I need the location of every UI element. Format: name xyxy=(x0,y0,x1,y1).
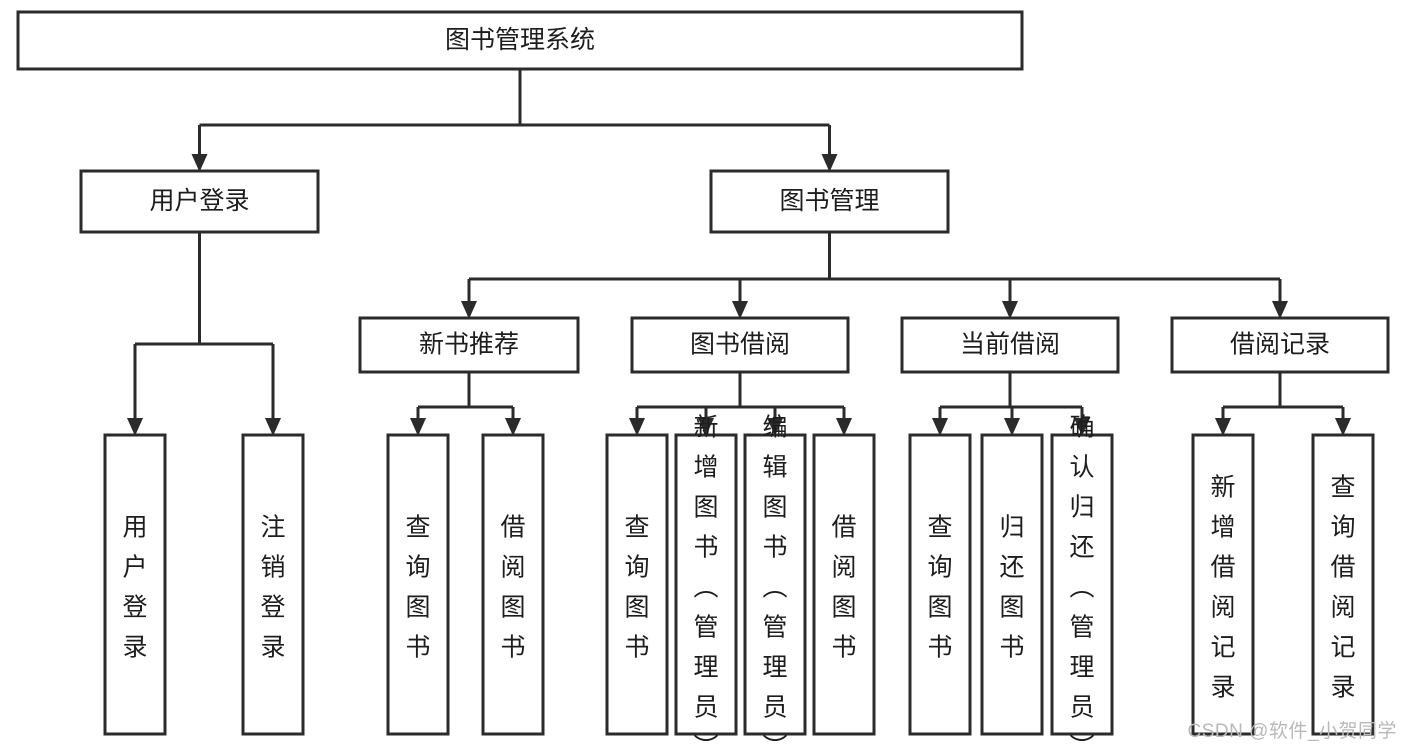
node-box xyxy=(241,433,305,736)
node-box xyxy=(481,433,545,736)
node-box xyxy=(900,316,1120,374)
node-label: 查询图书 xyxy=(624,514,649,662)
edge-from-book-manage xyxy=(461,232,1288,319)
node-label: 归还图书 xyxy=(999,514,1024,662)
node-box xyxy=(908,433,972,736)
node-book-manage[interactable]: 图书管理 xyxy=(709,169,950,234)
node-current-borrow[interactable]: 当前借阅 xyxy=(900,316,1120,374)
arrow-head-icon xyxy=(1215,418,1231,436)
node-leaf-user-login[interactable]: 用户登录 xyxy=(103,433,167,736)
arrow-head-icon xyxy=(698,418,714,436)
node-leaf-borrow-lend[interactable]: 借阅图书 xyxy=(812,433,876,736)
node-label: 查询图书 xyxy=(927,514,952,662)
arrow-head-icon xyxy=(629,418,645,436)
arrow-head-icon xyxy=(1272,301,1288,319)
node-label: 图书管理系统 xyxy=(445,26,595,54)
arrow-head-icon xyxy=(932,418,948,436)
node-new-book-rec[interactable]: 新书推荐 xyxy=(358,316,580,374)
node-label: 用户登录 xyxy=(149,187,249,215)
node-box xyxy=(358,316,580,374)
node-book-borrow[interactable]: 图书借阅 xyxy=(630,316,850,374)
arrow-head-icon xyxy=(461,301,477,319)
node-layer: 图书管理系统用户登录图书管理新书推荐图书借阅当前借阅借阅记录用户登录注销登录查询… xyxy=(16,10,1390,747)
node-label: 编辑图书︵管理员︶ xyxy=(762,414,787,747)
node-box xyxy=(674,433,738,736)
node-leaf-cur-query[interactable]: 查询图书 xyxy=(908,433,972,736)
node-leaf-user-logout[interactable]: 注销登录 xyxy=(241,433,305,736)
node-leaf-borrow-edit[interactable]: 编辑图书︵管理员︶ xyxy=(743,414,807,747)
node-box xyxy=(103,433,167,736)
node-label: 借阅记录 xyxy=(1230,331,1330,359)
edge-from-book-borrow xyxy=(629,372,852,436)
edge-from-borrow-record xyxy=(1215,372,1351,436)
arrow-head-icon xyxy=(821,154,838,172)
node-label: 借阅图书 xyxy=(500,514,525,662)
node-leaf-cur-return[interactable]: 归还图书 xyxy=(980,433,1044,736)
node-label: 图书借阅 xyxy=(690,331,790,359)
node-box xyxy=(1191,433,1255,736)
arrow-head-icon xyxy=(1002,301,1018,319)
node-label: 新增借阅记录 xyxy=(1210,474,1235,702)
node-root[interactable]: 图书管理系统 xyxy=(16,10,1024,71)
node-box xyxy=(1311,433,1375,736)
node-box xyxy=(743,433,807,736)
node-label: 用户登录 xyxy=(122,514,147,662)
node-box xyxy=(980,433,1044,736)
node-box xyxy=(16,10,1024,71)
node-box xyxy=(605,433,669,736)
node-label: 注销登录 xyxy=(260,514,285,662)
node-box xyxy=(1170,316,1390,374)
node-box xyxy=(386,433,450,736)
node-box xyxy=(79,169,320,234)
node-label: 确认归还︵管理员︶ xyxy=(1069,414,1094,747)
node-box xyxy=(812,433,876,736)
arrow-head-icon xyxy=(1074,418,1090,436)
node-box xyxy=(1050,433,1114,736)
node-leaf-cur-confirm[interactable]: 确认归还︵管理员︶ xyxy=(1050,414,1114,747)
node-leaf-rec-add[interactable]: 新增借阅记录 xyxy=(1191,433,1255,736)
csdn-watermark: CSDN @软件_小贺同学 xyxy=(1187,721,1397,742)
arrow-head-icon xyxy=(732,301,748,319)
node-leaf-borrow-add[interactable]: 新增图书︵管理员︶ xyxy=(674,414,738,747)
edge-from-new-book-rec xyxy=(410,372,521,436)
arrow-head-icon xyxy=(767,418,783,436)
node-label: 新增图书︵管理员︶ xyxy=(693,414,718,747)
node-box xyxy=(709,169,950,234)
node-leaf-borrow-query[interactable]: 查询图书 xyxy=(605,433,669,736)
arrow-head-icon xyxy=(410,418,426,436)
node-label: 查询借阅记录 xyxy=(1330,474,1355,702)
arrow-head-icon xyxy=(127,418,143,436)
node-label: 查询图书 xyxy=(405,514,430,662)
node-user-login[interactable]: 用户登录 xyxy=(79,169,320,234)
arrow-head-icon xyxy=(505,418,521,436)
edge-from-user-login xyxy=(127,232,281,436)
connector-layer xyxy=(127,69,1351,436)
node-label: 图书管理 xyxy=(779,187,879,215)
node-borrow-record[interactable]: 借阅记录 xyxy=(1170,316,1390,374)
arrow-head-icon xyxy=(265,418,281,436)
node-label: 借阅图书 xyxy=(831,514,856,662)
node-label: 新书推荐 xyxy=(419,331,519,359)
node-box xyxy=(630,316,850,374)
edge-from-current-borrow xyxy=(932,372,1090,436)
arrow-head-icon xyxy=(836,418,852,436)
arrow-head-icon xyxy=(1335,418,1351,436)
arrow-head-icon xyxy=(191,154,208,172)
node-leaf-rec-borrow[interactable]: 借阅图书 xyxy=(481,433,545,736)
node-leaf-rec-search[interactable]: 查询借阅记录 xyxy=(1311,433,1375,736)
node-leaf-rec-query[interactable]: 查询图书 xyxy=(386,433,450,736)
arrow-head-icon xyxy=(1004,418,1020,436)
edge-from-root xyxy=(191,69,838,172)
node-label: 当前借阅 xyxy=(960,331,1060,359)
